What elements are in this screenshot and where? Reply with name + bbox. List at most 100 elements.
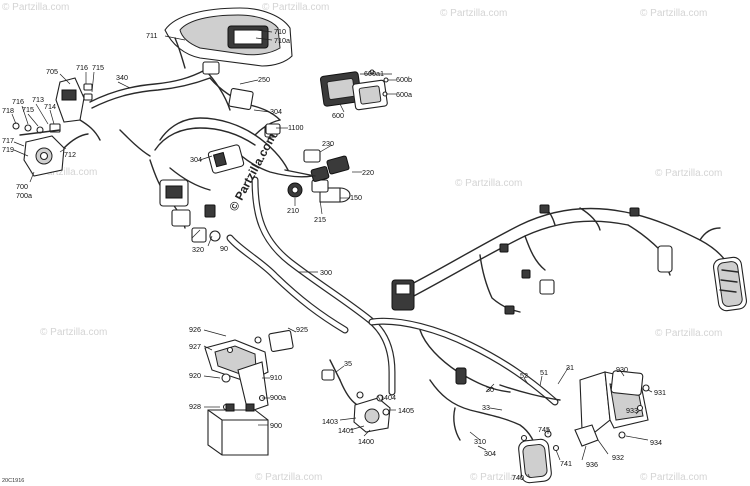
callout-label: 928 (189, 402, 201, 411)
callout-label: 741 (560, 459, 572, 468)
relay-group (284, 149, 351, 203)
watermark-text: © Partzilla.com (30, 167, 97, 178)
watermark-text: © Partzilla.com (470, 472, 537, 483)
callout-label: 745 (538, 425, 550, 434)
callout-label: 900 (270, 421, 282, 430)
callout-label: 705 (46, 67, 58, 76)
callout-label: 1403 (322, 417, 338, 426)
upper-harness (89, 69, 313, 229)
callout-label: 710a (274, 36, 290, 45)
connector-plug (657, 245, 673, 273)
watermark-text: © Partzilla.com (640, 8, 707, 19)
instrument-cluster (164, 7, 293, 69)
harness-branch-30 (368, 317, 559, 406)
callout-label: 932 (612, 453, 624, 462)
callout-label: 715 (92, 63, 104, 72)
callout-label: 600b (396, 75, 412, 84)
callout-label: 30 (486, 385, 494, 394)
callout-label: 712 (64, 150, 76, 159)
callout-label: 304 (270, 107, 282, 116)
callout-label: 717 (2, 136, 14, 145)
callout-label: 51 (540, 368, 548, 377)
connector-plug (539, 279, 555, 295)
watermark-layer: © Partzilla.com © Partzilla.com © Partzi… (2, 2, 722, 483)
callout-label: 927 (189, 342, 201, 351)
callout-label: 304 (484, 449, 496, 458)
callout-label: 740 (512, 473, 524, 482)
callout-label: 150 (350, 193, 362, 202)
connector-plug (499, 243, 509, 253)
callout-label: 600a (396, 90, 412, 99)
watermark-text: © Partzilla.com (655, 168, 722, 179)
callout-label: 925 (296, 325, 308, 334)
watermark-text: © Partzilla.com (2, 2, 69, 13)
callout-label: 930 (616, 365, 628, 374)
callout-label: 936 (586, 460, 598, 469)
callout-label: 934 (650, 438, 662, 447)
callout-label: 700 (16, 182, 28, 191)
connector-plug (539, 204, 550, 214)
connector-plug (521, 269, 531, 279)
callout-label: 718 (2, 106, 14, 115)
callout-label: 250 (258, 75, 270, 84)
watermark-text: © Partzilla.com (40, 327, 107, 338)
callout-labels: 711 710 710a 705 716 715 340 250 716 718… (2, 27, 666, 482)
callout-label: 1400 (358, 437, 374, 446)
callout-label: 1100 (288, 123, 303, 132)
connector-plug (629, 207, 640, 217)
callout-label: 931 (654, 388, 666, 397)
watermark-text: © Partzilla.com (655, 328, 722, 339)
callout-label: 1401 (338, 426, 354, 435)
callout-label: 1405 (398, 406, 414, 415)
callout-label: 230 (322, 139, 334, 148)
callout-label: 1404 (380, 393, 396, 402)
watermark-text: © Partzilla.com (640, 472, 707, 483)
tail-light-upper (713, 256, 747, 312)
callout-label: 910 (270, 373, 282, 382)
callout-label: 340 (116, 73, 128, 82)
callout-label: 713 (32, 95, 44, 104)
callout-label: 711 (146, 31, 157, 40)
callout-label: 600 (332, 111, 344, 120)
callout-label: 715 (22, 105, 34, 114)
callout-label: 716 (12, 97, 24, 106)
callout-label: 920 (189, 371, 201, 380)
callout-label: 933 (626, 406, 638, 415)
callout-label: 719 (2, 145, 14, 154)
module-930-assembly (574, 370, 650, 447)
callout-label: 900a (270, 393, 286, 402)
part-1100 (265, 123, 281, 135)
callout-label: 33 (482, 403, 490, 412)
harness-connectors (391, 204, 673, 385)
callout-label: 600a1 (364, 69, 384, 78)
watermark-text: © Partzilla.com (440, 8, 507, 19)
leader-lines (11, 29, 653, 479)
callout-label: 35 (344, 359, 352, 368)
main-harness (226, 176, 731, 456)
callout-label: 320 (192, 245, 204, 254)
battery-assembly (204, 329, 294, 456)
callout-label: 300 (320, 268, 332, 277)
center-junction (159, 61, 278, 243)
callout-label: 710 (274, 27, 286, 36)
callout-label: 310 (474, 437, 486, 446)
callout-label: 304 (190, 155, 202, 164)
callout-label: 700a (16, 191, 32, 200)
connector-plug (455, 367, 467, 385)
watermark-text: © Partzilla.com (455, 178, 522, 189)
watermark-text: © Partzilla.com (255, 472, 322, 483)
callout-label: 215 (314, 215, 326, 224)
callout-label: 31 (566, 363, 574, 372)
callout-label: 926 (189, 325, 201, 334)
part-1400-assembly (321, 359, 391, 433)
callout-label: 210 (287, 206, 299, 215)
connector-plug (504, 305, 515, 315)
harness-rear-wire (399, 207, 731, 291)
callout-label: 90 (220, 244, 228, 253)
callout-label: 714 (44, 102, 56, 111)
drawing-code: 20C1916 (2, 478, 24, 484)
callout-label: 52 (520, 371, 528, 380)
watermark-text: © Partzilla.com (262, 2, 329, 13)
gauge-module-600 (319, 69, 389, 111)
